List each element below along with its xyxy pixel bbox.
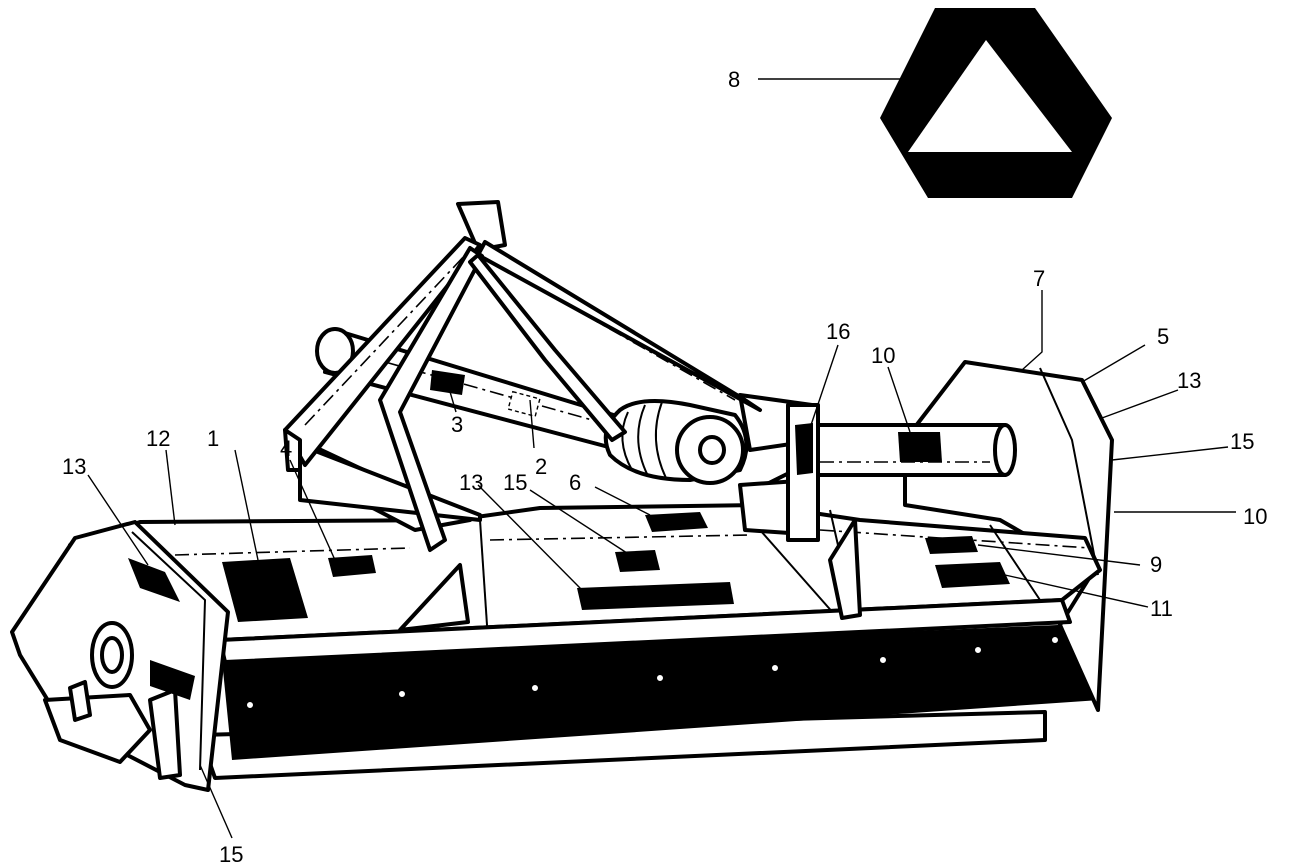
callout-1: 1 [207, 426, 219, 451]
left-skid [43, 680, 182, 780]
callout-9: 9 [1150, 552, 1162, 577]
callout-15-right: 15 [1230, 429, 1254, 454]
decal-15 [615, 550, 660, 572]
callout-3: 3 [451, 412, 463, 437]
callout-15-center: 15 [503, 470, 527, 495]
decal-14 [577, 582, 734, 610]
decal-1 [222, 558, 308, 622]
callout-5: 5 [1157, 324, 1169, 349]
decals [128, 370, 1010, 700]
callout-12: 12 [146, 426, 170, 451]
decal-16 [795, 423, 813, 475]
decal-10-shaft [898, 432, 942, 462]
callout-4: 4 [280, 436, 292, 461]
callout-8: 8 [728, 67, 740, 92]
callout-10-shaft: 10 [871, 343, 895, 368]
callout-15-bottom: 15 [219, 842, 243, 867]
leader-lines [87, 78, 1236, 839]
pto-shield [603, 399, 749, 485]
rail-bolts [245, 635, 1060, 710]
callout-7: 7 [1033, 266, 1045, 291]
callout-16: 16 [826, 319, 850, 344]
callout-6: 6 [569, 470, 581, 495]
callout-10-right: 10 [1243, 504, 1267, 529]
callout-14: 13 [459, 470, 483, 495]
three-point-hitch [283, 200, 762, 552]
hood-braces [398, 518, 862, 632]
decal-9 [925, 536, 978, 554]
decal-6 [645, 512, 708, 532]
slow-moving-vehicle-emblem [880, 8, 1112, 198]
callout-2: 2 [535, 454, 547, 479]
decal-15-left [150, 660, 195, 700]
callout-13-left: 13 [62, 454, 86, 479]
callout-13-right: 13 [1177, 368, 1201, 393]
decal-3 [430, 370, 465, 395]
decal-13-left [128, 558, 180, 602]
decal-11 [935, 562, 1010, 588]
decal-4 [328, 555, 376, 577]
callout-11: 11 [1150, 596, 1173, 621]
callout-labels: 8 7 5 13 15 10 9 11 10 16 6 15 13 2 3 1 … [62, 67, 1267, 867]
